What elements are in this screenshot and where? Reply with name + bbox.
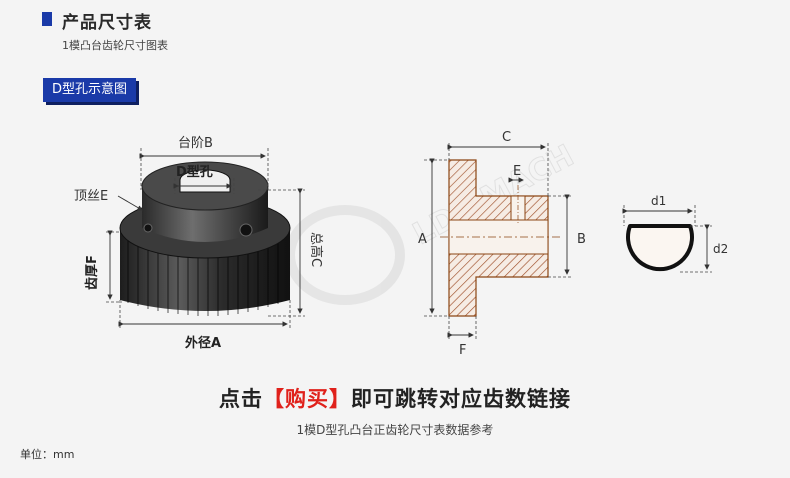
bore-label: D型孔 — [176, 164, 213, 180]
d1-label: d1 — [651, 194, 666, 208]
section-label-b: B — [577, 232, 586, 247]
gear-photo — [119, 161, 291, 316]
section-tag: D型孔示意图 — [43, 78, 137, 102]
buy-link[interactable]: 购买 — [285, 387, 329, 411]
unit-note: 单位：mm — [20, 448, 75, 461]
section-drawing — [440, 159, 560, 317]
d-hole-drawing — [626, 224, 694, 272]
d2-label: d2 — [713, 242, 728, 256]
section-label-e: E — [513, 164, 521, 179]
tooth-thickness-label: 齿厚F — [84, 255, 100, 290]
page-title: 产品尺寸表 — [62, 13, 152, 33]
dimension-diagram: LDP MACH — [74, 130, 728, 358]
height-label: 总高C — [308, 232, 324, 267]
buy-cta[interactable]: 点击【购买】即可跳转对应齿数链接 — [0, 383, 790, 413]
page-subtitle: 1模凸台齿轮尺寸图表 — [62, 39, 168, 52]
cta-suffix: 即可跳转对应齿数链接 — [351, 387, 571, 411]
section-label-f: F — [459, 343, 466, 358]
section-label-c: C — [502, 130, 511, 145]
outer-diameter-label: 外径A — [184, 335, 221, 351]
top-wire-label: 顶丝E — [74, 189, 108, 204]
hub-label: 台阶B — [178, 136, 213, 151]
cta-prefix: 点击 — [219, 387, 263, 411]
cta-bracket-close: 】 — [329, 387, 351, 411]
section-label-a: A — [418, 232, 427, 247]
set-screw — [239, 223, 253, 237]
cta-bracket-open: 【 — [263, 387, 285, 411]
title-marker — [42, 12, 52, 26]
d-hole-outline — [626, 224, 694, 272]
cta-subtitle: 1模D型孔凸台正齿轮尺寸表数据参考 — [296, 423, 494, 437]
